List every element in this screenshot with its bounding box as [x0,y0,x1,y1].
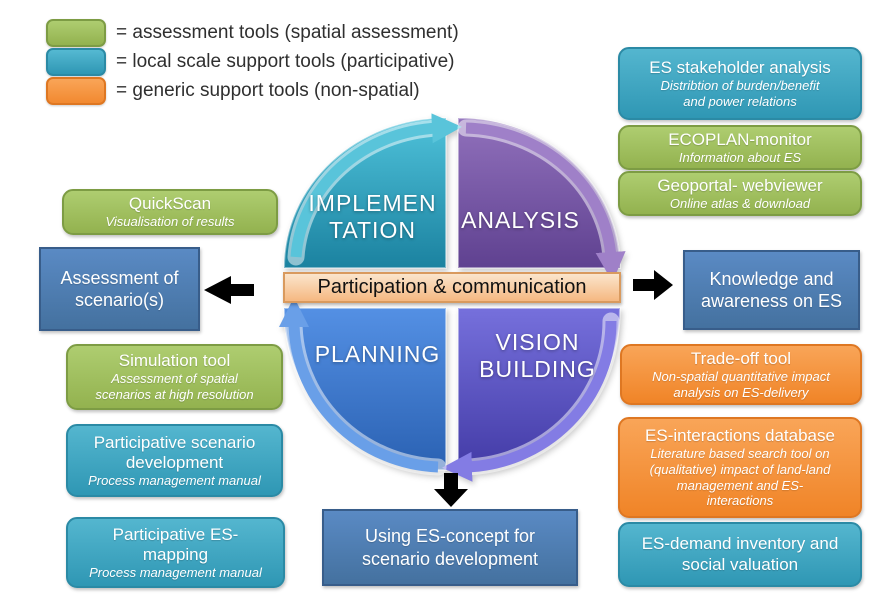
box-es-stakeholder-analysis: ES stakeholder analysis Distribtion of b… [618,47,862,120]
box-simulation-tool: Simulation tool Assessment of spatial sc… [66,344,283,410]
box-title: ES-demand inventory and social valuation [641,534,839,574]
box-subtitle: Process management manual [89,564,262,580]
box-subtitle: Visualisation of results [105,214,235,230]
box-geoportal-webviewer: Geoportal- webviewer Online atlas & down… [618,171,862,216]
box-title: Trade-off tool [690,348,792,368]
box-title: QuickScan [128,194,212,214]
box-subtitle: Literature based search tool on (qualita… [649,445,831,509]
box-trade-off-tool: Trade-off tool Non-spatial quantitative … [620,344,862,405]
box-title: Participative ES- mapping [112,524,239,564]
box-assessment-of-scenarios: Assessment of scenario(s) [39,247,200,331]
participation-communication-banner: Participation & communication [283,272,621,303]
box-quickscan: QuickScan Visualisation of results [62,189,278,235]
box-es-interactions-database: ES-interactions database Literature base… [618,417,862,518]
box-ecoplan-monitor: ECOPLAN-monitor Information about ES [618,125,862,170]
box-knowledge-awareness: Knowledge and awareness on ES [683,250,860,330]
box-title: Simulation tool [118,351,231,371]
legend-label: = local scale support tools (participati… [116,51,455,72]
legend-swatch-orange [46,77,106,105]
box-title: Participative scenario development [93,432,256,472]
quadrant-planning-label: PLANNING [314,341,441,367]
box-title: Geoportal- webviewer [657,175,823,195]
legend-label: = assessment tools (spatial assessment) [116,22,459,43]
box-title: ECOPLAN-monitor [668,129,812,149]
legend-item-generic-support-tools: = generic support tools (non-spatial) [46,77,459,105]
box-title: Using ES-concept for scenario developmen… [361,526,539,569]
cycle-arrow-implementation-to-analysis [287,113,462,266]
cycle-arrow-vision-to-planning [442,312,620,482]
legend: = assessment tools (spatial assessment) … [46,19,459,107]
legend-item-assessment-tools: = assessment tools (spatial assessment) [46,19,459,47]
box-subtitle: Process management manual [88,472,261,488]
cycle-wheel [278,113,626,482]
arrow-right-icon [633,270,673,300]
quadrant-implementation-shape [282,116,447,269]
box-title: Knowledge and awareness on ES [700,268,843,312]
box-subtitle: Distribtion of burden/benefit and power … [660,77,820,109]
box-title: ES stakeholder analysis [649,57,831,77]
box-subtitle: Information about ES [678,149,802,165]
arrow-down-icon [434,473,468,507]
legend-label: = generic support tools (non-spatial) [116,80,420,101]
box-title: Assessment of scenario(s) [60,267,179,311]
box-participative-es-mapping: Participative ES- mapping Process manage… [66,517,285,588]
quadrant-vision-building-label: VISION BUILDING [479,329,596,383]
box-subtitle: Non-spatial quantitative impact analysis… [652,368,830,400]
box-subtitle: Online atlas & download [669,195,811,211]
quadrant-analysis-label: ANALYSIS [461,207,580,233]
arrow-left-icon [204,276,254,304]
legend-swatch-green [46,19,106,47]
box-es-demand-inventory: ES-demand inventory and social valuation [618,522,862,587]
box-using-es-concept: Using ES-concept for scenario developmen… [322,509,578,586]
box-subtitle: Assessment of spatial scenarios at high … [95,371,254,403]
box-participative-scenario-development: Participative scenario development Proce… [66,424,283,497]
quadrant-implementation-label: IMPLEMEN TATION [308,190,437,244]
cycle-arrow-planning-to-implementation [278,297,447,476]
legend-swatch-teal [46,48,106,76]
legend-item-local-support-tools: = local scale support tools (participati… [46,48,459,76]
box-title: ES-interactions database [645,425,835,445]
cycle-arrow-analysis-to-vision [457,119,626,282]
